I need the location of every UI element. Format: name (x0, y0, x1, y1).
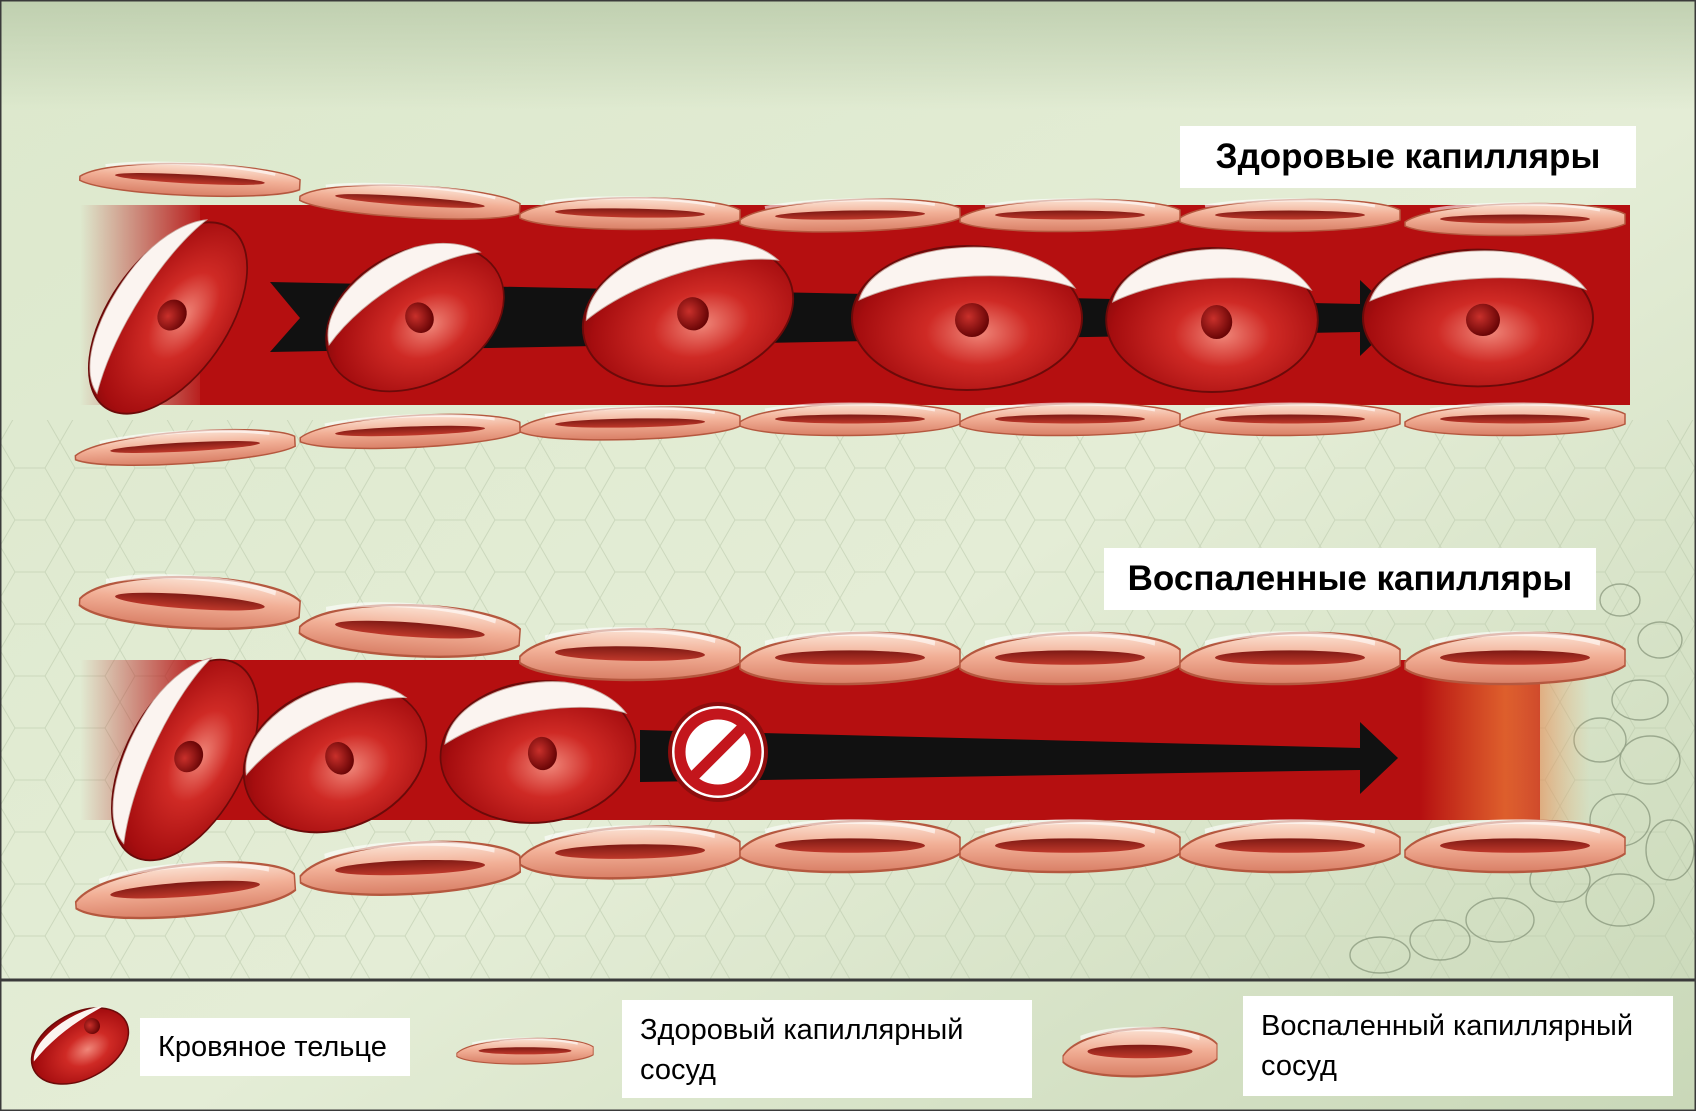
inflamed-capillaries-title: Воспаленные капилляры (1104, 548, 1596, 610)
legend-blood-cell-label: Кровяное тельце (140, 1018, 410, 1076)
healthy-capillaries-title: Здоровые капилляры (1180, 126, 1636, 188)
legend-inflamed-vessel-icon (1063, 1028, 1217, 1076)
legend-healthy-vessel-label: Здоровый капиллярный сосуд (622, 1000, 1032, 1098)
no-entry-sign-icon (668, 702, 768, 802)
legend-inflamed-vessel-label: Воспаленный капиллярный сосуд (1243, 996, 1673, 1096)
legend-healthy-vessel-icon (457, 1038, 593, 1064)
